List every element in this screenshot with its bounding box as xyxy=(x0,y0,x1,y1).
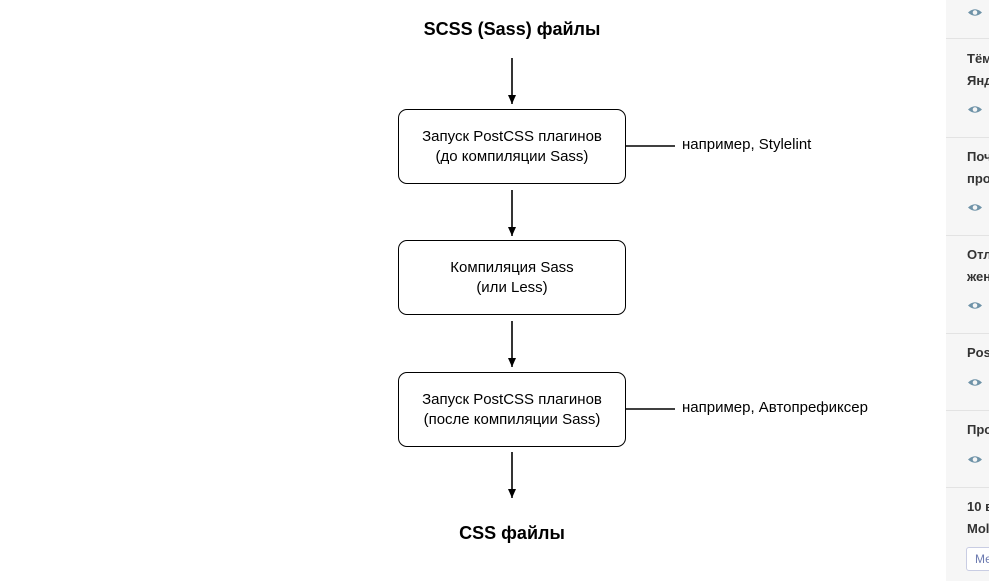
source-label: SCSS (Sass) файлы xyxy=(423,19,601,39)
step-1-line2: (до компиляции Sass) xyxy=(435,147,589,165)
step-2-line2: (или Less) xyxy=(476,278,548,296)
flow-diagram: SCSS (Sass) файлы Запуск PostCSS плагино… xyxy=(398,19,868,543)
note-autoprefixer: например, Автопрефиксер xyxy=(682,399,868,416)
article-title-line1: Тём xyxy=(967,51,989,66)
eye-icon xyxy=(968,204,982,211)
step-postcss-before: Запуск PostCSS плагинов (до компиляции S… xyxy=(398,109,626,184)
output-label: CSS файлы xyxy=(459,523,565,543)
eye-icon xyxy=(968,106,982,113)
sidebar-article[interactable]: 10 в Mol xyxy=(946,487,989,581)
step-postcss-after: Запуск PostCSS плагинов (после компиляци… xyxy=(398,372,626,447)
eye-icon xyxy=(968,379,982,386)
step-2-line1: Компиляция Sass xyxy=(450,258,574,276)
article-title-line2: про xyxy=(967,171,989,186)
article-title-line1: Отл xyxy=(967,247,989,262)
eye-icon xyxy=(968,456,982,463)
article-title-line2: Mol xyxy=(967,521,989,536)
related-articles-sidebar: Тём Янд Поч про Отл жен Pos Про 10 в xyxy=(946,0,989,581)
note-stylelint: например, Stylelint xyxy=(682,136,812,153)
step-3-line1: Запуск PostCSS плагинов xyxy=(422,390,602,408)
sidebar-article[interactable] xyxy=(946,0,989,39)
article-title-line1: Pos xyxy=(967,345,989,360)
sidebar-article[interactable]: Pos xyxy=(946,333,989,411)
sidebar-article[interactable]: Отл жен xyxy=(946,235,989,334)
diagram-connectors xyxy=(508,58,675,498)
article-title-line2: жен xyxy=(967,269,989,284)
article-title-line2: Янд xyxy=(967,73,989,88)
article-title-line1: 10 в xyxy=(967,499,989,514)
sidebar-article[interactable]: Про xyxy=(946,410,989,488)
sidebar-article[interactable]: Тём Янд xyxy=(946,38,989,138)
eye-icon xyxy=(968,302,982,309)
article-title-line1: Про xyxy=(967,422,989,437)
article-title-line1: Поч xyxy=(967,149,989,164)
step-1-line1: Запуск PostCSS плагинов xyxy=(422,127,602,145)
eye-icon xyxy=(968,9,982,16)
step-3-line2: (после компиляции Sass) xyxy=(423,410,601,428)
sidebar-article[interactable]: Поч про xyxy=(946,137,989,236)
step-sass-compile: Компиляция Sass (или Less) xyxy=(398,240,626,315)
sidebar-tag-button[interactable]: Ме xyxy=(966,547,989,571)
